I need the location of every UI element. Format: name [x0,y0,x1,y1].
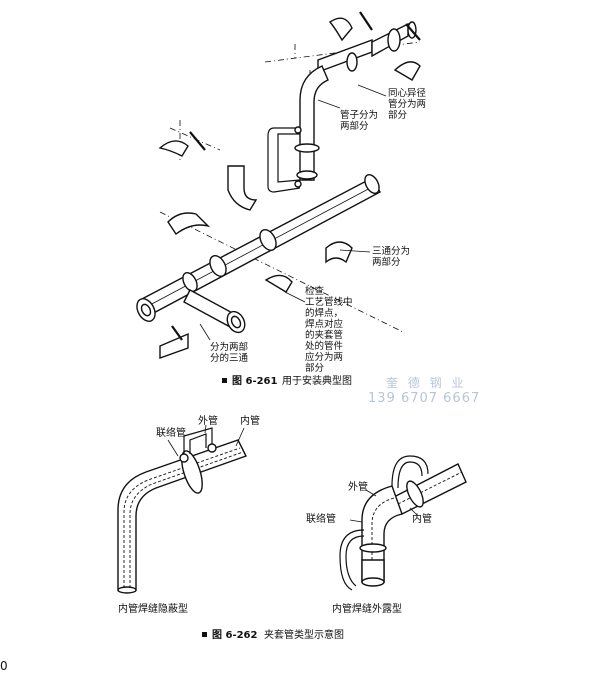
left-tee-segment [167,212,211,236]
left-connector-pipe-inner [189,433,207,454]
right-pipe-end [361,577,385,587]
vertical-joint [296,170,318,180]
right-top-loop-inner [397,461,423,489]
saddle-lower-right [264,274,293,293]
right-bottom-loop [339,529,365,591]
connector-node [294,126,302,134]
figure-262-left-drawing [117,424,247,594]
leader-left-inner [235,427,245,447]
label-split-tee: 分为两部 分的三通 [210,341,251,364]
right-label-type: 内管焊缝外露型 [332,602,402,615]
left-inner-pipe-a [123,447,241,588]
caption-bullet-262 [202,632,207,637]
figure-262-right-drawing [339,455,467,591]
leader-left-connector [167,439,179,457]
leader-right-outer [365,489,377,497]
main-joint-1 [259,229,277,251]
figure-261-drawing [136,11,421,359]
right-inner-pipe [397,471,463,505]
left-label-inner: 内管 [240,414,260,427]
left-label-type: 内管焊缝隐蔽型 [118,602,188,615]
leader-tee-split [339,249,371,253]
left-pipe-end [117,586,137,594]
label-check-weld: 检查 工艺管线中 的焊点， 焊点对应 的夹套管 处的管件 应分为两 部分 [305,285,356,374]
connector-loop-inner [277,133,301,183]
main-right-flange [364,174,380,194]
right-top-loop [391,455,429,487]
saddle-left-hatch [189,131,206,151]
label-pipe-split: 管子分为 两部分 [340,109,381,132]
watermark-phone: 139 6707 6667 [368,391,480,406]
left-label-outer: 外管 [198,414,218,427]
right-label-connector: 联络管 [306,512,336,525]
label-tee-split: 三通分为 两部分 [372,245,413,268]
leader-check [284,291,306,303]
leader-split-tee [199,323,211,341]
leader-reducer [357,84,387,97]
label-reducer: 同心异径 管分为两 部分 [388,87,429,121]
saddle-left-upper [158,140,189,157]
saddle-top [328,17,353,42]
left-connector-node-2 [207,443,217,453]
leader-right-inner [409,507,419,517]
left-connector-pipe [183,427,213,456]
caption-262-number: 图 6-262 [212,629,258,641]
split-tee-lower [159,332,189,359]
connector-node-2 [294,180,302,188]
caption-bullet-261 [222,378,227,383]
saddle-hatch [359,11,373,31]
caption-262-text: 夹套管类型示意图 [264,628,344,641]
vertical-pipe-with-elbow [299,65,329,181]
right-elbow-inner [371,497,395,580]
right-label-inner: 内管 [412,512,432,525]
right-joint [406,480,424,508]
connector-loop [267,127,301,193]
tee-right [325,241,353,264]
leader-pipe-split [317,99,341,109]
left-inner-pipe-b [129,451,244,588]
vertical-flange [294,143,320,153]
reducer-joint [387,28,401,52]
right-bottom-loop-inner [345,535,365,587]
split-tee-hatch [171,325,183,341]
watermark-company: 奎 德 钢 业 [386,375,466,390]
right-lower-flange [359,543,387,553]
reducer-small [317,38,373,74]
left-label-connector: 联络管 [156,426,186,439]
saddle-right [393,61,421,81]
page-edge-digit: 0 [0,659,8,673]
left-connector-node [179,453,189,463]
tee-upper [227,165,258,211]
caption-261-text: 用于安装典型图 [282,374,352,387]
branch-opening [230,315,242,329]
right-label-outer: 外管 [348,480,368,493]
main-joint-2 [209,255,227,277]
left-outer-pipe [117,439,247,591]
leader-right-connector [349,519,363,523]
main-left-opening [140,303,152,317]
leader-left-outer [204,424,207,434]
reducer-flange [346,52,358,72]
main-joint-3 [182,272,198,292]
caption-261-number: 图 6-261 [232,375,278,387]
reducer-hatch [405,23,421,41]
right-outer-pipe [391,463,467,515]
